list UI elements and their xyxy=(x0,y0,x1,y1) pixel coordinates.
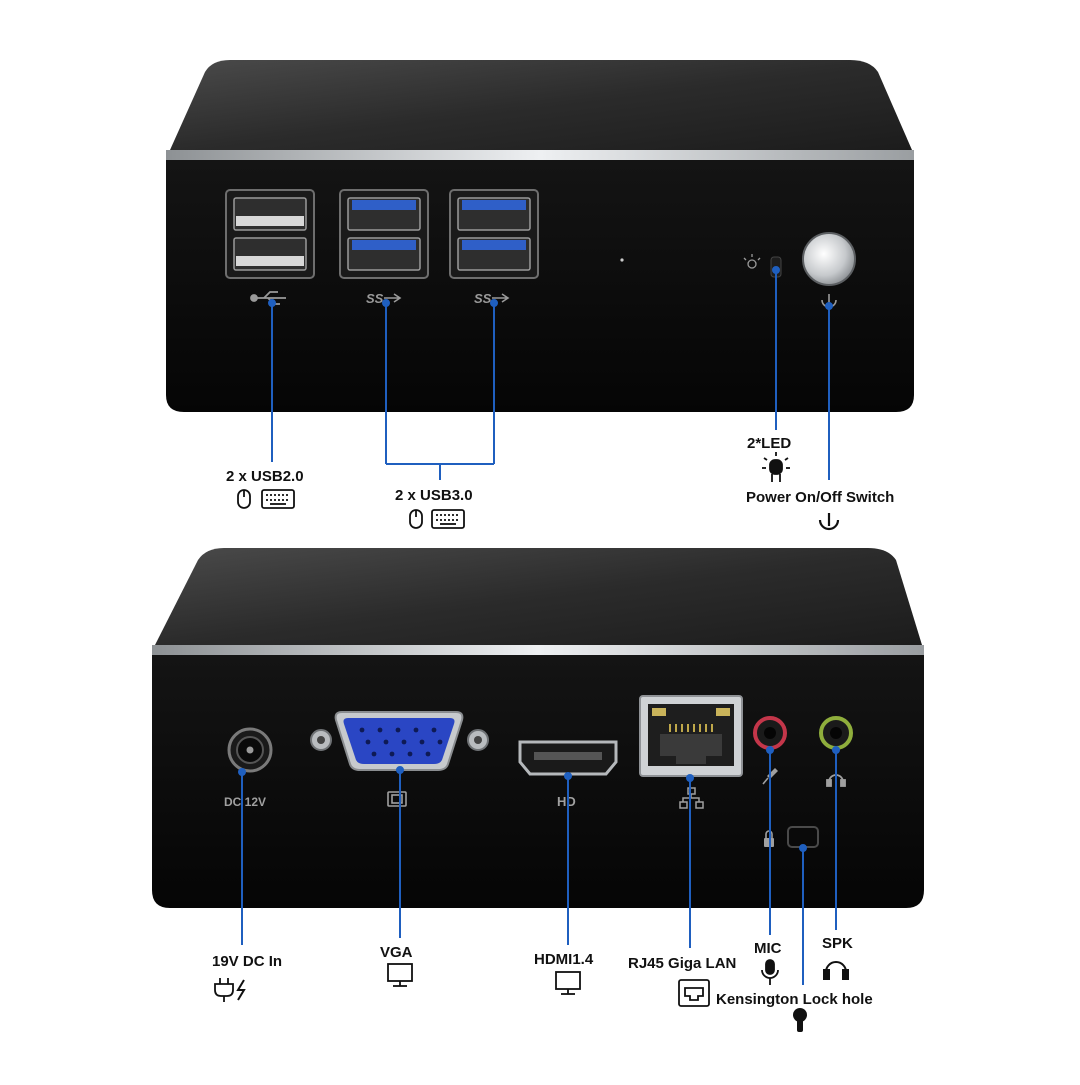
usb3-port-stack-a xyxy=(339,189,429,279)
hdmi-label: HDMI1.4 xyxy=(534,951,594,968)
led-print-icon xyxy=(743,254,761,269)
mic-label: MIC xyxy=(754,940,782,957)
vga-print-icon xyxy=(387,791,407,807)
power-plug-icon xyxy=(214,978,246,1002)
usb2-port-stack xyxy=(225,189,315,279)
spk-label: SPK xyxy=(822,935,853,952)
monitor-icon xyxy=(555,971,581,995)
pinhole xyxy=(620,258,624,262)
vga-label: VGA xyxy=(380,944,413,961)
microphone-icon xyxy=(761,959,779,985)
network-print-icon xyxy=(679,787,704,809)
vga-port xyxy=(310,711,489,771)
dc-in-label: 19V DC In xyxy=(212,953,283,970)
usb2-label: 2 x USB2.0 xyxy=(226,468,304,485)
headphones-icon xyxy=(823,961,849,980)
keyboard-icon xyxy=(431,509,465,529)
network-icon xyxy=(678,979,710,1007)
mic-jack xyxy=(753,716,787,750)
usb3-a-print: SS xyxy=(366,291,384,306)
dc-print: DC 12V xyxy=(224,795,266,809)
power-button xyxy=(802,232,856,286)
kensington-label: Kensington Lock hole xyxy=(716,991,873,1008)
mouse-icon xyxy=(409,509,423,529)
hdmi-print: HD xyxy=(557,794,576,809)
keyhole-icon xyxy=(793,1008,807,1032)
led-label: 2*LED xyxy=(747,435,792,452)
usb3-label: 2 x USB3.0 xyxy=(395,487,473,504)
rear-callouts xyxy=(238,746,840,985)
front-callouts xyxy=(268,266,833,480)
mouse-icon xyxy=(237,489,251,509)
power-icon xyxy=(818,513,840,531)
power-switch-label: Power On/Off Switch xyxy=(746,489,895,506)
rj45-port xyxy=(639,695,743,777)
hdmi-port xyxy=(518,740,618,776)
spk-jack xyxy=(819,716,853,750)
monitor-icon xyxy=(387,963,413,987)
rear-device xyxy=(152,548,924,908)
usb3-b-print: SS xyxy=(474,291,492,306)
dc-jack xyxy=(227,727,273,773)
usb3-port-stack-b xyxy=(449,189,539,279)
led-icon xyxy=(762,452,790,482)
lan-label: RJ45 Giga LAN xyxy=(628,955,737,972)
keyboard-icon xyxy=(261,489,295,509)
